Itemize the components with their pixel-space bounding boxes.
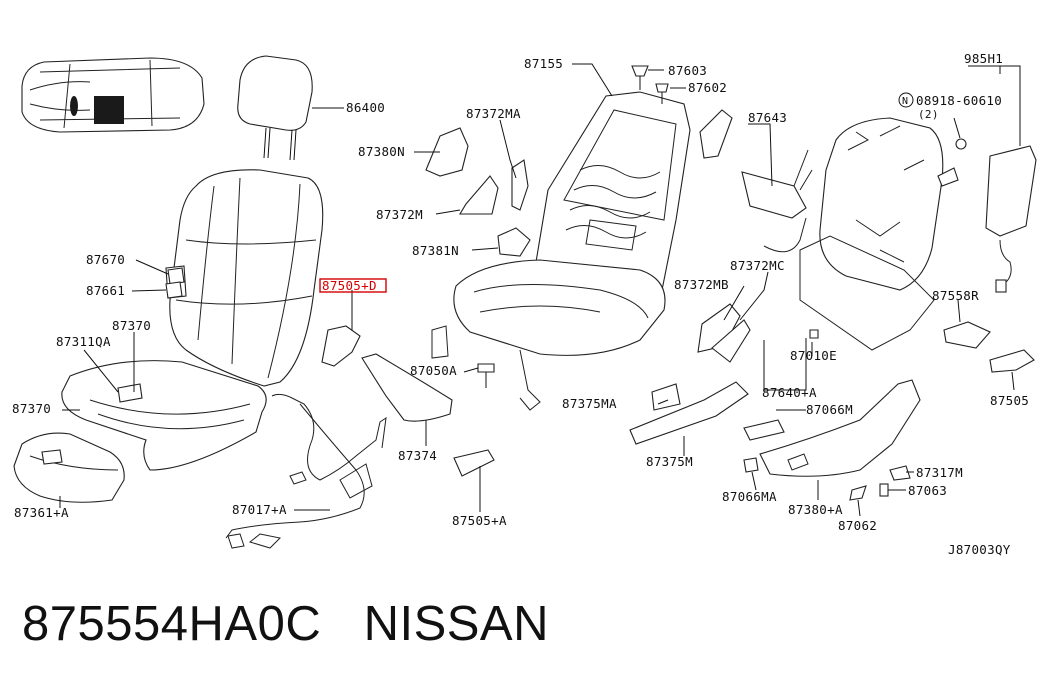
cushion-front-pad-illustration <box>13 432 125 503</box>
label-87374: 87374 <box>398 448 437 463</box>
label-08918-qty: (2) <box>918 108 939 121</box>
car-locator-thumbnail <box>21 57 205 133</box>
label-87317M: 87317M <box>916 465 963 480</box>
label-87380-a: 87380+A <box>788 502 843 517</box>
label-87375MA: 87375MA <box>562 396 617 411</box>
label-87017-a: 87017+A <box>232 502 287 517</box>
label-87010E: 87010E <box>790 348 837 363</box>
label-87372MB: 87372MB <box>674 277 729 292</box>
seat-cushion-trim-illustration <box>61 360 267 471</box>
label-87311QA: 87311QA <box>56 334 111 349</box>
highlight-box <box>319 278 387 293</box>
label-87155: 87155 <box>524 56 563 71</box>
label-87370-a: 87370 <box>112 318 151 333</box>
label-87505: 87505 <box>990 393 1029 408</box>
label-87370-b: 87370 <box>12 401 51 416</box>
label-87361-a: 87361+A <box>14 505 69 520</box>
label-87066MA: 87066MA <box>722 489 777 504</box>
label-86400: 86400 <box>346 100 385 115</box>
leader-lines <box>59 63 1021 517</box>
label-87602: 87602 <box>688 80 727 95</box>
label-87050A: 87050A <box>410 363 457 378</box>
label-87661: 87661 <box>86 283 125 298</box>
part-caption: 875554HA0C NISSAN <box>22 596 549 652</box>
label-87372M: 87372M <box>376 207 423 222</box>
label-08918-prefix: N <box>902 96 908 107</box>
label-87643: 87643 <box>748 110 787 125</box>
diagram-code: J87003QY <box>948 542 1011 557</box>
label-87372MC: 87372MC <box>730 258 785 273</box>
headrest-illustration <box>237 55 313 161</box>
side-airbag-module-illustration <box>955 138 1037 293</box>
wire-harness-illustration <box>225 393 387 549</box>
part-labels: 87155 87603 87602 985H1 N 08918-60610 (2… <box>12 51 1029 557</box>
label-87603: 87603 <box>668 63 707 78</box>
label-08918-60610: 08918-60610 <box>916 93 1002 108</box>
label-87066M: 87066M <box>806 402 853 417</box>
seat-back-pad-illustration <box>799 117 944 351</box>
label-87381N: 87381N <box>412 243 459 258</box>
label-87505-d-highlighted: 87505+D <box>322 278 377 293</box>
small-parts <box>165 65 1035 501</box>
seat-frame-illustration <box>431 91 691 411</box>
label-87062: 87062 <box>838 518 877 533</box>
caption-brand: NISSAN <box>363 597 549 651</box>
note-n-circle <box>898 92 914 108</box>
caption-part-number: 875554HA0C <box>22 597 322 651</box>
label-87505-a: 87505+A <box>452 513 507 528</box>
label-985H1: 985H1 <box>964 51 1003 66</box>
seat-location-marker <box>94 96 124 124</box>
label-87670: 87670 <box>86 252 125 267</box>
label-87375M: 87375M <box>646 454 693 469</box>
label-87640-a: 87640+A <box>762 385 817 400</box>
label-87558R: 87558R <box>932 288 979 303</box>
label-87380N: 87380N <box>358 144 405 159</box>
label-87372MA: 87372MA <box>466 106 521 121</box>
seat-back-trim-illustration <box>165 169 324 387</box>
label-87063: 87063 <box>908 483 947 498</box>
